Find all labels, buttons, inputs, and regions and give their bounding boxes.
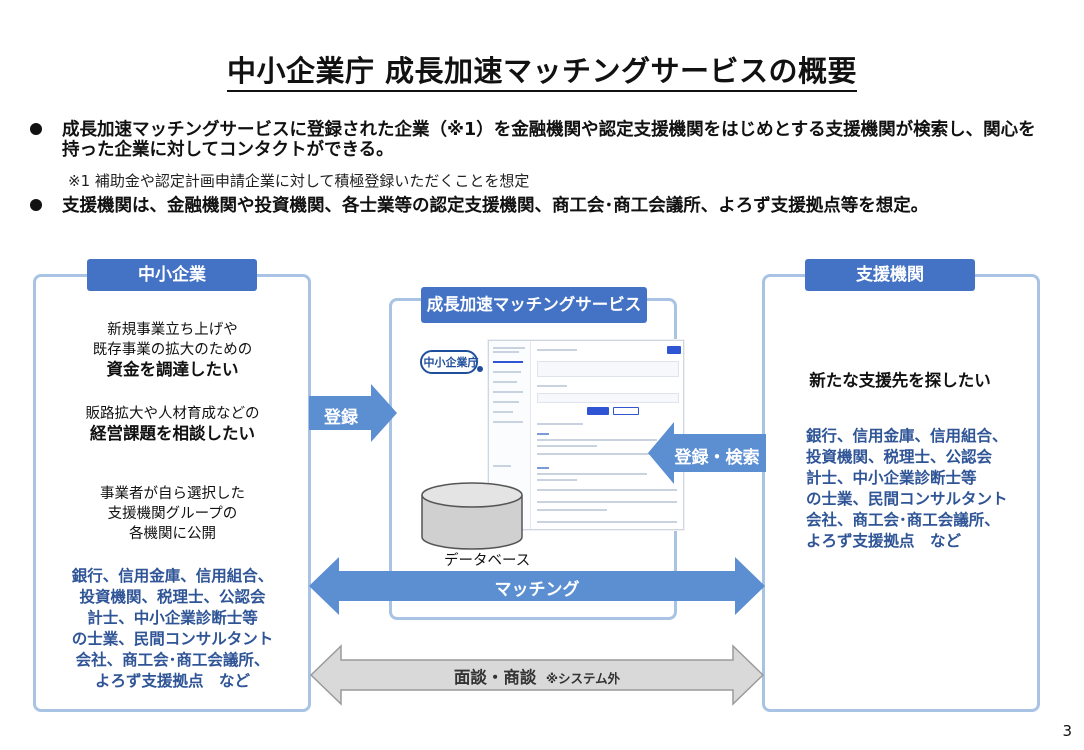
bullet-dot — [30, 199, 42, 211]
page-number: 3 — [1062, 722, 1072, 740]
sme-need-consult: 販路拡大や人材育成などの 経営課題を相談したい — [50, 404, 295, 445]
bullet-text: 成長加速マッチングサービスに登録された企業（※1）を金融機関や認定支援機関をはじ… — [62, 120, 1036, 160]
text-line: 新規事業立ち上げや — [107, 322, 238, 338]
bullet-text: 支援機関は、金融機関や投資機関、各士業等の認定支援機関、商工会･商工会議所、よろ… — [62, 196, 929, 216]
text-line: 計士、中小企業診断士等 — [87, 609, 258, 627]
text-line: の士業、民間コンサルタント — [806, 490, 1008, 508]
text-line: 計士、中小企業診断士等 — [806, 469, 977, 487]
logo-text: 中小企業庁 — [423, 356, 479, 369]
text-line: 支援機関グループの — [107, 506, 238, 522]
sme-disclosure: 事業者が自ら選択した 支援機関グループの 各機関に公開 — [50, 484, 295, 544]
register-search-arrow-label: 登録・検索 — [674, 448, 760, 468]
text-line: 銀行、信用金庫、信用組合、 — [71, 567, 274, 585]
service-tab: 成長加速マッチングサービス — [421, 287, 647, 323]
register-arrow-label: 登録 — [324, 408, 358, 428]
support-tab: 支援機関 — [805, 259, 975, 291]
sme-institution-list: 銀行、信用金庫、信用組合、 投資機関、税理士、公認会 計士、中小企業診断士等 の… — [40, 566, 305, 692]
text-line: 会社、商工会･商工会議所、 — [806, 511, 1000, 529]
text-bold: 経営課題を相談したい — [90, 424, 255, 443]
text-line: 各機関に公開 — [129, 526, 216, 542]
sme-need-funding: 新規事業立ち上げや 既存事業の拡大のための 資金を調達したい — [50, 320, 295, 381]
interview-text: 面談・商談 — [453, 668, 537, 687]
text-line: 事業者が自ら選択した — [100, 486, 245, 502]
bullet-dot — [30, 123, 42, 135]
database-label: データベース — [444, 553, 531, 569]
text-line: 投資機関、税理士、公認会 — [806, 448, 993, 466]
text-line: 会社、商工会･商工会議所、 — [75, 651, 270, 669]
footnote: ※1 補助金や認定計画申請企業に対して積極登録いただくことを想定 — [68, 172, 530, 190]
text-line: 既存事業の拡大のための — [92, 342, 253, 358]
interview-arrow-icon — [309, 644, 765, 706]
sme-tab: 中小企業 — [87, 259, 257, 291]
interview-note: ※システム外 — [545, 671, 621, 686]
sme-panel — [33, 274, 311, 712]
text-line: 投資機関、税理士、公認会 — [79, 588, 266, 606]
bullet-1: 成長加速マッチングサービスに登録された企業（※1）を金融機関や認定支援機関をはじ… — [30, 120, 1040, 160]
text-bold: 資金を調達したい — [106, 360, 239, 379]
text-line: よろず支援拠点 など — [94, 672, 250, 690]
matching-arrow-label: マッチング — [494, 580, 580, 600]
register-search-arrow-icon — [648, 422, 766, 484]
page-title: 中小企業庁 成長加速マッチングサービスの概要 — [0, 48, 1084, 92]
text-line: よろず支援拠点 など — [806, 532, 962, 550]
chusho-kigyocho-logo-icon — [420, 350, 483, 374]
bullet-2: 支援機関は、金融機関や投資機関、各士業等の認定支援機関、商工会･商工会議所、よろ… — [30, 196, 1040, 216]
text-line: の士業、民間コンサルタント — [71, 630, 274, 648]
register-arrow-icon — [309, 384, 397, 442]
support-institution-list: 銀行、信用金庫、信用組合、 投資機関、税理士、公認会 計士、中小企業診断士等 の… — [806, 426, 1036, 552]
database-icon — [421, 482, 523, 550]
text-line: 銀行、信用金庫、信用組合、 — [806, 427, 1008, 445]
interview-arrow-label: 面談・商談 ※システム外 — [309, 664, 765, 688]
matching-arrow-icon — [309, 557, 765, 615]
support-heading: 新たな支援先を探したい — [809, 371, 991, 390]
text-line: 販路拡大や人材育成などの — [85, 406, 260, 422]
